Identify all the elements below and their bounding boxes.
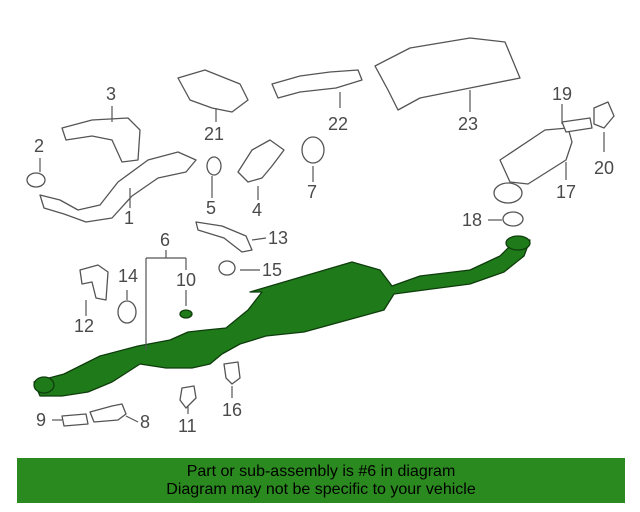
callout-2: 2: [34, 136, 44, 156]
callout-23: 23: [458, 114, 478, 134]
clamp-16: [223, 361, 241, 385]
hanger-15: [218, 260, 236, 276]
bracket-12: [79, 264, 109, 301]
callout-9: 9: [36, 410, 46, 430]
callout-17: 17: [556, 182, 576, 202]
callout-20: 20: [594, 158, 614, 178]
info-banner: Part or sub-assembly is #6 in diagram Di…: [17, 458, 625, 503]
front-pipe-1: [39, 151, 197, 223]
leader-8: [125, 415, 139, 423]
callout-19: 19: [552, 84, 572, 104]
callout-10: 10: [176, 270, 196, 290]
exhaust-parts-diagram: 1 2 3 4 5 6 7 8 9 10 11 12 13 14 15 16 1…: [26, 37, 615, 436]
leader-13: [251, 237, 267, 241]
callout-22: 22: [328, 114, 348, 134]
callout-4: 4: [252, 200, 262, 220]
inlet-flange: [33, 376, 55, 394]
clamp-11: [179, 385, 197, 409]
callout-13: 13: [268, 228, 288, 248]
banner-line-2: Diagram may not be specific to your vehi…: [166, 481, 476, 498]
gasket-18: [502, 211, 524, 227]
bracket-13: [195, 221, 253, 253]
oxygen-sensor-10: [179, 309, 193, 319]
hanger-20: [593, 101, 615, 129]
leader-6: [145, 250, 187, 350]
heat-shield-22: [271, 69, 363, 99]
gasket-2: [26, 172, 46, 188]
tail-tip-19: [561, 117, 593, 133]
rear-muffler-17: [499, 127, 573, 185]
banner-line-1: Part or sub-assembly is #6 in diagram: [186, 463, 456, 480]
callout-5: 5: [206, 198, 216, 218]
callout-8: 8: [140, 412, 150, 432]
pipe-4: [237, 139, 285, 183]
callout-16: 16: [222, 400, 242, 420]
tailpipe-flange-17: [493, 182, 523, 204]
bracket-3: [61, 117, 141, 163]
callout-18: 18: [462, 210, 482, 230]
callout-11: 11: [178, 416, 197, 436]
callout-6: 6: [160, 230, 170, 250]
callout-7: 7: [307, 182, 317, 202]
callout-21: 21: [204, 124, 224, 144]
gasket-5: [206, 156, 222, 176]
callout-3: 3: [106, 84, 116, 104]
spring-9: [61, 413, 89, 427]
gasket-7: [301, 136, 325, 164]
heat-shield-23: [374, 37, 521, 111]
heat-shield-21: [177, 69, 249, 113]
callout-14: 14: [118, 266, 138, 286]
hanger-14: [117, 300, 137, 324]
callout-1: 1: [124, 208, 134, 228]
callout-15: 15: [262, 260, 282, 280]
outlet-flange: [505, 235, 531, 251]
callout-12: 12: [74, 316, 94, 336]
bolt-8: [89, 403, 127, 423]
